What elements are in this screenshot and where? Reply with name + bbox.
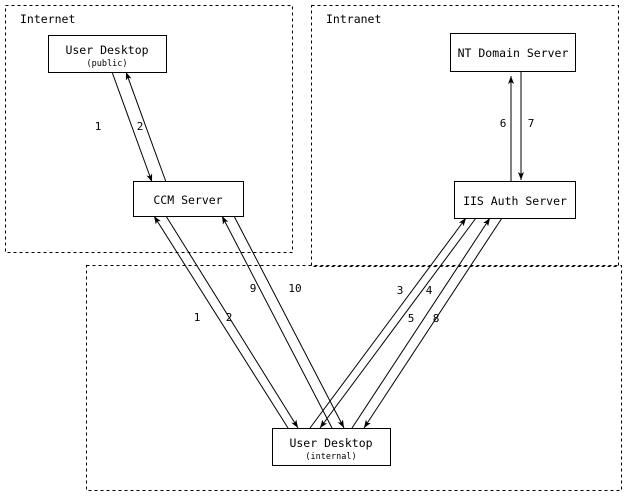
flow-line-2-ccm-to-internal <box>165 215 299 429</box>
edge-label-10: 10 <box>288 282 301 295</box>
node-ccm-server[interactable]: CCM Server <box>132 180 245 218</box>
edge-label-1-internal: 1 <box>194 311 201 324</box>
zone-label-intranet: Intranet <box>326 12 381 26</box>
edge-label-5: 5 <box>408 312 415 325</box>
edge-label-6: 6 <box>500 117 507 130</box>
edge-label-1-public: 1 <box>95 120 102 133</box>
flow-line-2-ccm-to-public <box>125 71 167 183</box>
flow-line-4-iis-to-internal <box>319 217 477 429</box>
node-box-nt-domain-server <box>449 32 577 73</box>
flow-line-1-public-to-ccm <box>111 71 153 183</box>
edge-label-7: 7 <box>528 117 535 130</box>
flow-line-10-ccm-to-internal <box>233 215 345 429</box>
node-subtitle-user-desktop-internal: (internal) <box>305 452 356 462</box>
node-subtitle-user-desktop-public: (public) <box>87 59 128 69</box>
flow-line-3-internal-to-iis <box>309 217 467 429</box>
node-title-iis-auth-server: IIS Auth Server <box>463 194 567 208</box>
edge-label-2-public: 2 <box>137 120 144 133</box>
node-user-desktop-internal[interactable]: User Desktop (internal) <box>271 427 392 467</box>
zone-bottom-boundary <box>86 265 622 491</box>
node-user-desktop-public[interactable]: User Desktop (public) <box>47 34 168 74</box>
edge-label-8: 8 <box>433 312 440 325</box>
node-box-ccm-server <box>132 180 245 218</box>
node-title-ccm-server: CCM Server <box>153 193 222 207</box>
node-title-nt-domain-server: NT Domain Server <box>458 46 569 60</box>
node-box-user-desktop-internal <box>271 427 392 467</box>
flow-line-5-internal-to-iis <box>351 217 491 429</box>
flow-line-9-internal-to-ccm <box>221 215 333 429</box>
node-iis-auth-server[interactable]: IIS Auth Server <box>453 180 577 220</box>
zone-internet-boundary <box>5 5 293 253</box>
node-title-user-desktop-public: User Desktop <box>65 43 148 57</box>
edge-label-2-internal: 2 <box>226 311 233 324</box>
flow-line-1-internal-to-ccm <box>153 215 289 429</box>
edge-label-4: 4 <box>426 284 433 297</box>
node-title-user-desktop-internal: User Desktop <box>289 436 372 450</box>
node-box-user-desktop-public <box>47 34 168 74</box>
node-nt-domain-server[interactable]: NT Domain Server <box>449 32 577 73</box>
flow-line-8-iis-to-internal <box>363 217 503 429</box>
edge-label-3: 3 <box>397 284 404 297</box>
node-box-iis-auth-server <box>453 180 577 220</box>
edge-label-9: 9 <box>250 282 257 295</box>
zone-intranet-boundary <box>311 5 619 267</box>
zone-label-internet: Internet <box>20 12 75 26</box>
